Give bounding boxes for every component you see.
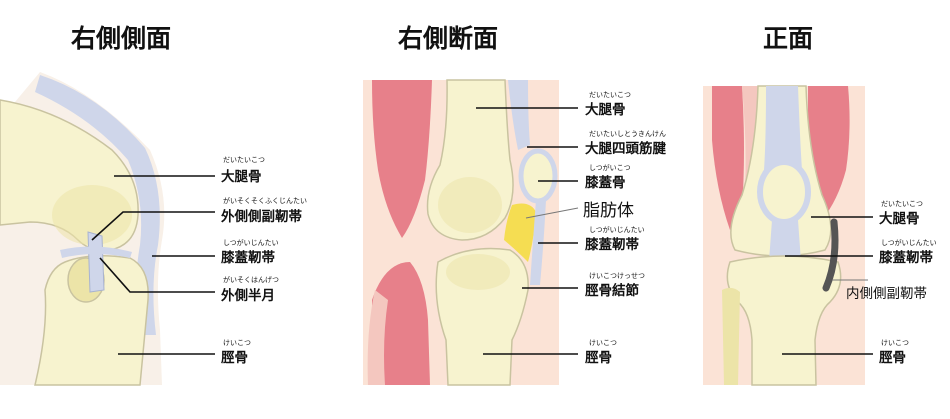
section-patella [518, 148, 558, 204]
label-lateral-femur: だいたいこつ 大腿骨 [221, 156, 265, 185]
svg-text:大腿骨: 大腿骨 [585, 101, 626, 118]
title-lateral: 右側側面 [71, 24, 171, 53]
svg-text:脛骨: 脛骨 [879, 349, 906, 366]
section-quad-tendon [508, 80, 530, 150]
front-patella [757, 159, 811, 225]
svg-text:しつがいじんたい: しつがいじんたい [223, 238, 279, 247]
label-section-femur: だいたいこつ 大腿骨 [585, 91, 631, 118]
svg-text:がいそくそくふくじんたい: がいそくそくふくじんたい [223, 196, 307, 205]
svg-text:けいこつ: けいこつ [881, 339, 909, 347]
svg-text:外側半月: 外側半月 [221, 287, 275, 304]
label-front-patellar-lig: しつがいじんたい 膝蓋靭帯 [879, 238, 937, 266]
svg-text:膝蓋骨: 膝蓋骨 [585, 174, 626, 191]
label-front-mcl: 内側側副靭帯 [846, 286, 927, 302]
svg-text:だいたいこつ: だいたいこつ [223, 156, 265, 164]
svg-text:膝蓋靭帯: 膝蓋靭帯 [585, 236, 639, 253]
svg-text:しつがいじんたい: しつがいじんたい [589, 225, 645, 234]
label-section-fat-pad: 脂肪体 [583, 201, 634, 221]
section-posterior-muscle [372, 80, 432, 238]
svg-text:けいこつけっせつ: けいこつけっせつ [589, 272, 645, 280]
label-lateral-lcl: がいそくそくふくじんたい 外側側副靭帯 [221, 196, 307, 225]
title-section: 右側断面 [398, 24, 498, 53]
svg-text:脛骨: 脛骨 [585, 349, 612, 366]
svg-text:脂肪体: 脂肪体 [583, 201, 634, 221]
svg-text:外側側副靭帯: 外側側副靭帯 [221, 208, 302, 225]
section-calf-muscle-light [367, 290, 388, 385]
section-tibia-head [446, 254, 510, 290]
label-lateral-meniscus: がいそくはんげつ 外側半月 [221, 275, 279, 304]
svg-text:けいこつ: けいこつ [223, 339, 251, 347]
lateral-view-illustration [0, 72, 165, 386]
svg-text:膝蓋靭帯: 膝蓋靭帯 [221, 249, 275, 266]
label-section-patella: しつがいこつ 膝蓋骨 [585, 163, 631, 191]
title-front: 正面 [763, 24, 813, 53]
front-mcl [822, 218, 839, 292]
svg-text:しつがいこつ: しつがいこつ [589, 163, 631, 172]
label-lateral-tibia: けいこつ 脛骨 [221, 339, 251, 366]
section-femur-condyle [438, 177, 502, 233]
label-front-tibia: けいこつ 脛骨 [879, 339, 909, 366]
lateral-femur-condyle [52, 185, 132, 245]
section-fat-pad [504, 203, 536, 262]
svg-text:だいたいこつ: だいたいこつ [589, 91, 631, 99]
svg-text:大腿骨: 大腿骨 [879, 210, 920, 227]
leader-section-fat-pad [525, 207, 579, 219]
svg-text:だいたいしとうきんけん: だいたいしとうきんけん [589, 130, 666, 138]
front-muscle-left [712, 86, 744, 230]
lateral-meniscus [60, 246, 132, 258]
section-view-illustration [363, 79, 559, 386]
svg-text:内側側副靭帯: 内側側副靭帯 [846, 286, 927, 302]
label-section-tibia: けいこつ 脛骨 [585, 339, 617, 366]
section-calf-muscle [372, 262, 430, 385]
front-view-illustration [703, 85, 865, 386]
front-fibula [722, 287, 740, 385]
svg-text:大腿四頭筋腱: 大腿四頭筋腱 [585, 140, 666, 157]
label-lateral-patellar-lig: しつがいじんたい 膝蓋靭帯 [221, 238, 279, 266]
leader-lateral-meniscus [99, 257, 215, 293]
svg-text:がいそくはんげつ: がいそくはんげつ [223, 275, 279, 284]
lateral-tendon-band [35, 75, 160, 335]
svg-text:脛骨結節: 脛骨結節 [585, 282, 639, 299]
lateral-tibia [34, 255, 149, 386]
svg-text:大腿骨: 大腿骨 [221, 168, 262, 185]
label-front-femur: だいたいこつ 大腿骨 [879, 200, 923, 227]
svg-text:けいこつ: けいこつ [589, 339, 617, 347]
label-section-patellar-lig: しつがいじんたい 膝蓋靭帯 [585, 225, 645, 253]
lateral-collateral-ligament [87, 231, 105, 293]
svg-text:脛骨: 脛骨 [221, 349, 248, 366]
svg-text:だいたいこつ: だいたいこつ [881, 200, 923, 208]
svg-text:膝蓋靭帯: 膝蓋靭帯 [879, 249, 933, 266]
svg-text:しつがいじんたい: しつがいじんたい [881, 238, 937, 247]
front-quad-tendon [764, 86, 802, 170]
leader-lateral-lcl [91, 211, 215, 241]
label-section-tubercle: けいこつけっせつ 脛骨結節 [585, 272, 645, 299]
label-section-quad-tendon: だいたいしとうきんけん 大腿四頭筋腱 [585, 130, 666, 157]
